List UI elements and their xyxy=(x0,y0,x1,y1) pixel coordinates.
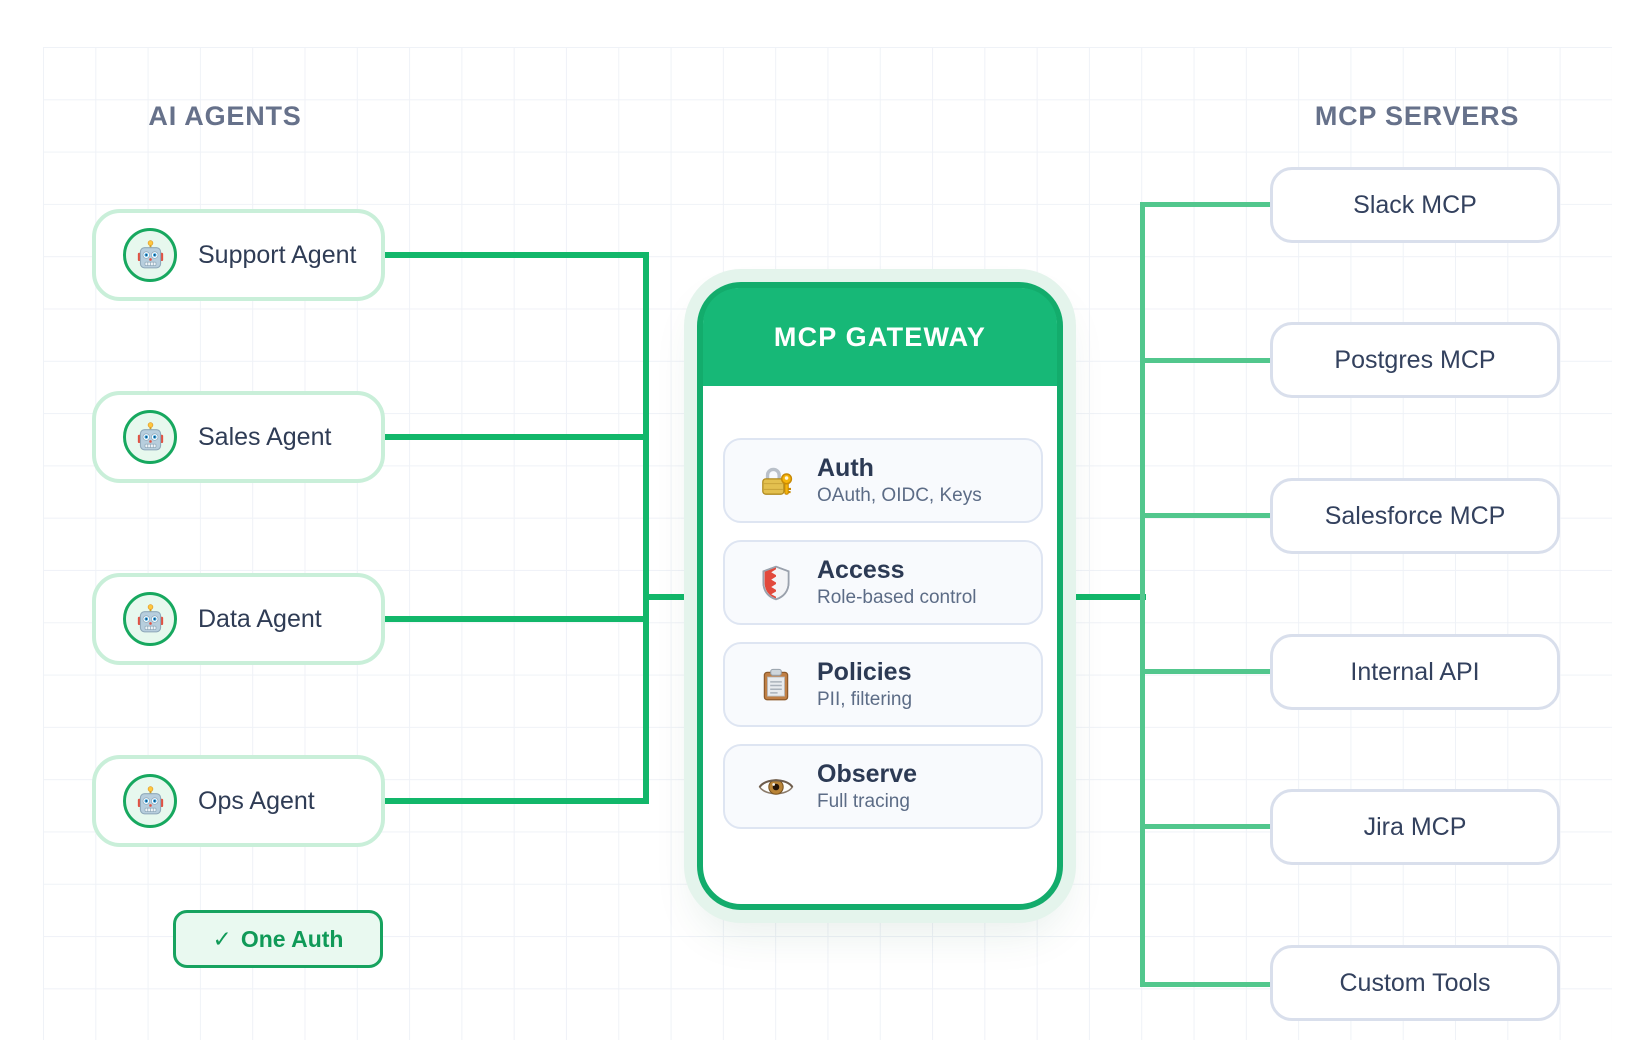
agent-label: Support Agent xyxy=(198,240,357,269)
branch-custom-tools xyxy=(1140,982,1270,987)
node-sales-agent: Sales Agent xyxy=(92,391,385,483)
feature-title: Observe xyxy=(817,759,918,788)
node-custom-tools: Custom Tools xyxy=(1270,945,1560,1021)
branch-jira xyxy=(1140,824,1270,829)
lock-with-key-icon xyxy=(757,462,795,500)
connector-data-agent xyxy=(385,616,649,622)
agent-label: Data Agent xyxy=(198,604,322,633)
node-support-agent: Support Agent xyxy=(92,209,385,301)
feature-title: Access xyxy=(817,555,905,584)
node-ops-agent: Ops Agent xyxy=(92,755,385,847)
feature-subtitle: Full tracing xyxy=(817,790,910,812)
agent-label: Ops Agent xyxy=(198,786,315,815)
gateway-feature-access: Access Role-based control xyxy=(723,540,1043,625)
agents-column-title: AI AGENTS xyxy=(148,101,302,131)
agent-label: Sales Agent xyxy=(198,422,332,451)
gateway-to-bus-connector xyxy=(1057,594,1146,600)
node-jira-mcp: Jira MCP xyxy=(1270,789,1560,865)
node-slack-mcp: Slack MCP xyxy=(1270,167,1560,243)
connector-support-agent xyxy=(385,252,649,258)
connector-sales-agent xyxy=(385,434,649,440)
feature-subtitle: PII, filtering xyxy=(817,688,913,710)
eye-icon xyxy=(757,768,795,806)
feature-title: Policies xyxy=(817,657,912,686)
branch-postgres xyxy=(1140,358,1270,363)
bus-to-gateway-connector xyxy=(643,594,703,600)
feature-subtitle: OAuth, OIDC, Keys xyxy=(817,484,982,506)
shield-icon xyxy=(757,564,795,602)
gateway-header: MCP GATEWAY xyxy=(703,288,1057,386)
gateway-feature-policies: Policies PII, filtering xyxy=(723,642,1043,727)
clipboard-icon xyxy=(757,666,795,704)
node-postgres-mcp: Postgres MCP xyxy=(1270,322,1560,398)
left-bus-line xyxy=(643,252,649,804)
feature-title: Auth xyxy=(817,453,874,482)
node-data-agent: Data Agent xyxy=(92,573,385,665)
branch-slack xyxy=(1140,202,1270,207)
robot-icon xyxy=(123,410,177,464)
robot-icon xyxy=(123,228,177,282)
node-salesforce-mcp: Salesforce MCP xyxy=(1270,478,1560,554)
servers-column-title: MCP SERVERS xyxy=(1314,101,1520,131)
gateway-feature-auth: Auth OAuth, OIDC, Keys xyxy=(723,438,1043,523)
node-internal-api: Internal API xyxy=(1270,634,1560,710)
connector-ops-agent xyxy=(385,798,649,804)
one-auth-label: One Auth xyxy=(240,925,344,952)
branch-salesforce xyxy=(1140,513,1270,518)
feature-subtitle: Role-based control xyxy=(817,586,977,608)
gateway-feature-observe: Observe Full tracing xyxy=(723,744,1043,829)
check-icon: ✓ xyxy=(212,925,232,952)
one-auth-badge: ✓ One Auth xyxy=(173,910,383,968)
robot-icon xyxy=(123,592,177,646)
branch-internal-api xyxy=(1140,669,1270,674)
mcp-gateway-card: MCP GATEWAY Auth OAuth, OIDC, Keys Acces… xyxy=(697,282,1063,910)
robot-icon xyxy=(123,774,177,828)
gateway-title: MCP GATEWAY xyxy=(773,321,987,352)
right-bus-line xyxy=(1140,202,1145,987)
